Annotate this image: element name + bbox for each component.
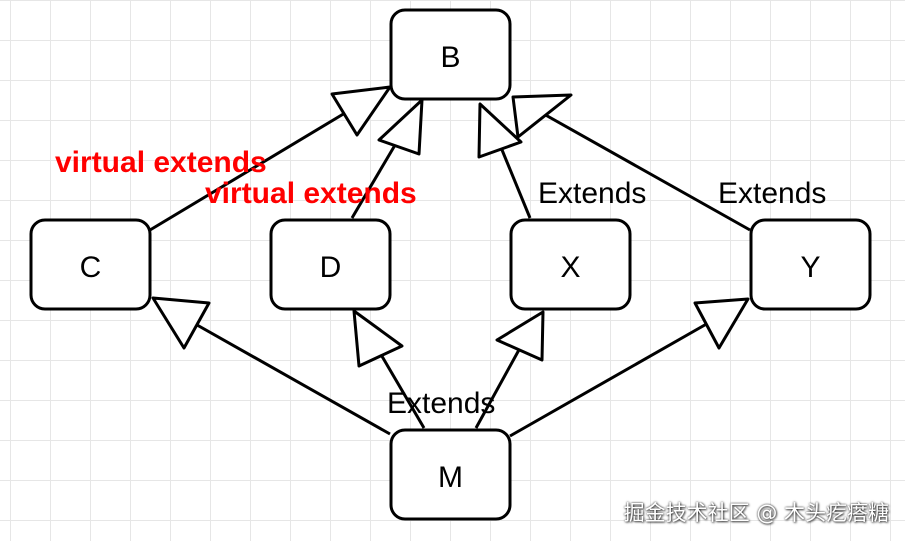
node-d[interactable]: D [269,218,392,311]
hollow-arrowhead-icon [352,309,404,368]
edge-label-m-to-parents: Extends [387,387,495,420]
node-m[interactable]: M [389,428,512,521]
node-b-label: B [440,41,460,74]
node-x-label: X [560,251,580,284]
node-y-label: Y [800,251,820,284]
node-b[interactable]: B [389,8,512,101]
edge-m-to-d [352,309,426,429]
edge-label-y-to-b: Extends [718,177,826,210]
node-c-label: C [80,251,102,284]
edge-m-to-c [151,296,391,436]
node-d-label: D [320,251,342,284]
edge-d-to-b [350,98,424,219]
node-m-label: M [438,461,463,494]
edge-m-to-y [509,297,750,438]
watermark: 掘金技术社区 @ 木头疙瘩糖 [623,501,889,525]
edge-m-to-x [474,310,545,429]
edge-c-to-b [149,85,392,232]
hollow-arrowhead-icon [511,93,573,139]
hollow-arrowhead-icon [151,296,211,350]
edge-label-x-to-b: Extends [538,177,646,210]
edge-label-d-to-b: virtual extends [205,177,417,210]
node-y[interactable]: Y [749,218,872,311]
edge-label-c-to-b: virtual extends [55,146,267,179]
node-x[interactable]: X [509,218,632,311]
hollow-arrowhead-icon [330,85,392,137]
node-c[interactable]: C [29,218,152,311]
edge-x-to-b [477,102,532,219]
edge-y-to-b [511,93,751,232]
hollow-arrowhead-icon [495,310,545,362]
hollow-arrowhead-icon [377,98,424,156]
hollow-arrowhead-icon [693,297,750,350]
hollow-arrowhead-icon [477,102,523,159]
